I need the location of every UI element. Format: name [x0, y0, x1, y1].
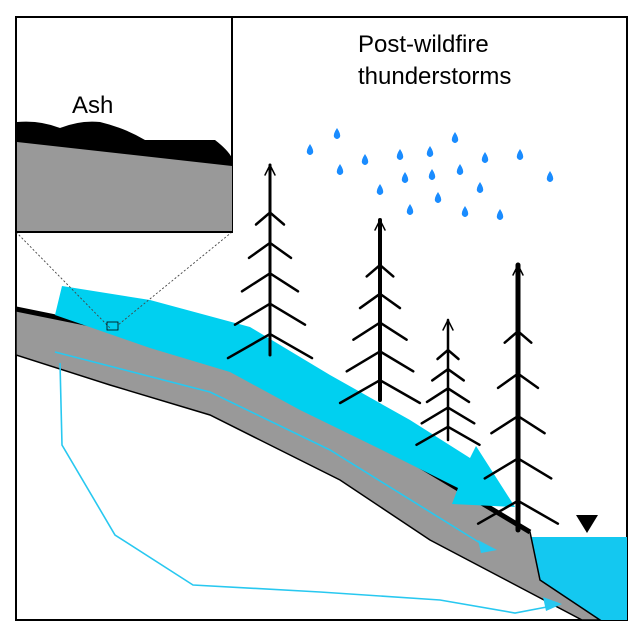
- raindrop-icon: [401, 172, 409, 183]
- water-level-marker-icon: [576, 515, 598, 533]
- raindrop-icon: [496, 209, 504, 220]
- raindrop-icon: [428, 169, 436, 180]
- trees: [226, 163, 560, 533]
- subsurface-flowpaths: [54, 351, 562, 614]
- raindrop-icon: [434, 192, 442, 203]
- tree-icon: [415, 318, 481, 447]
- raindrops: [306, 128, 554, 220]
- raindrop-icon: [451, 132, 459, 143]
- tree-icon: [476, 262, 560, 533]
- title-line-1: Post-wildfire: [358, 31, 489, 58]
- raindrop-icon: [426, 146, 434, 157]
- inset-soil: [17, 140, 232, 231]
- raindrop-icon: [461, 206, 469, 217]
- raindrop-icon: [361, 154, 369, 165]
- raindrop-icon: [476, 182, 484, 193]
- inset-label-ash: Ash: [72, 92, 113, 119]
- title-line-2: thunderstorms: [358, 63, 511, 90]
- overland-flow-arrow: [55, 286, 515, 507]
- deep-flow-arrowhead: [543, 597, 562, 611]
- inset-zoom-lines: [15, 231, 233, 329]
- outlet-pond: [526, 537, 627, 620]
- raindrop-icon: [516, 149, 524, 160]
- raindrop-icon: [406, 204, 414, 215]
- raindrop-icon: [396, 149, 404, 160]
- tree-icon: [338, 218, 422, 405]
- shallow-flow-arrowhead: [478, 540, 497, 553]
- raindrop-icon: [546, 171, 554, 182]
- raindrop-icon: [376, 184, 384, 195]
- deep-flow-line: [59, 362, 553, 614]
- raindrop-icon: [333, 128, 341, 139]
- zoom-target-box: [106, 321, 119, 331]
- tree-icon: [226, 163, 314, 360]
- raindrop-icon: [456, 164, 464, 175]
- inset-ash-layer: [17, 121, 232, 166]
- raindrop-icon: [481, 152, 489, 163]
- raindrop-icon: [306, 144, 314, 155]
- ash-inset: Ash: [15, 16, 233, 233]
- shallow-flow-line: [54, 351, 486, 547]
- raindrop-icon: [336, 164, 344, 175]
